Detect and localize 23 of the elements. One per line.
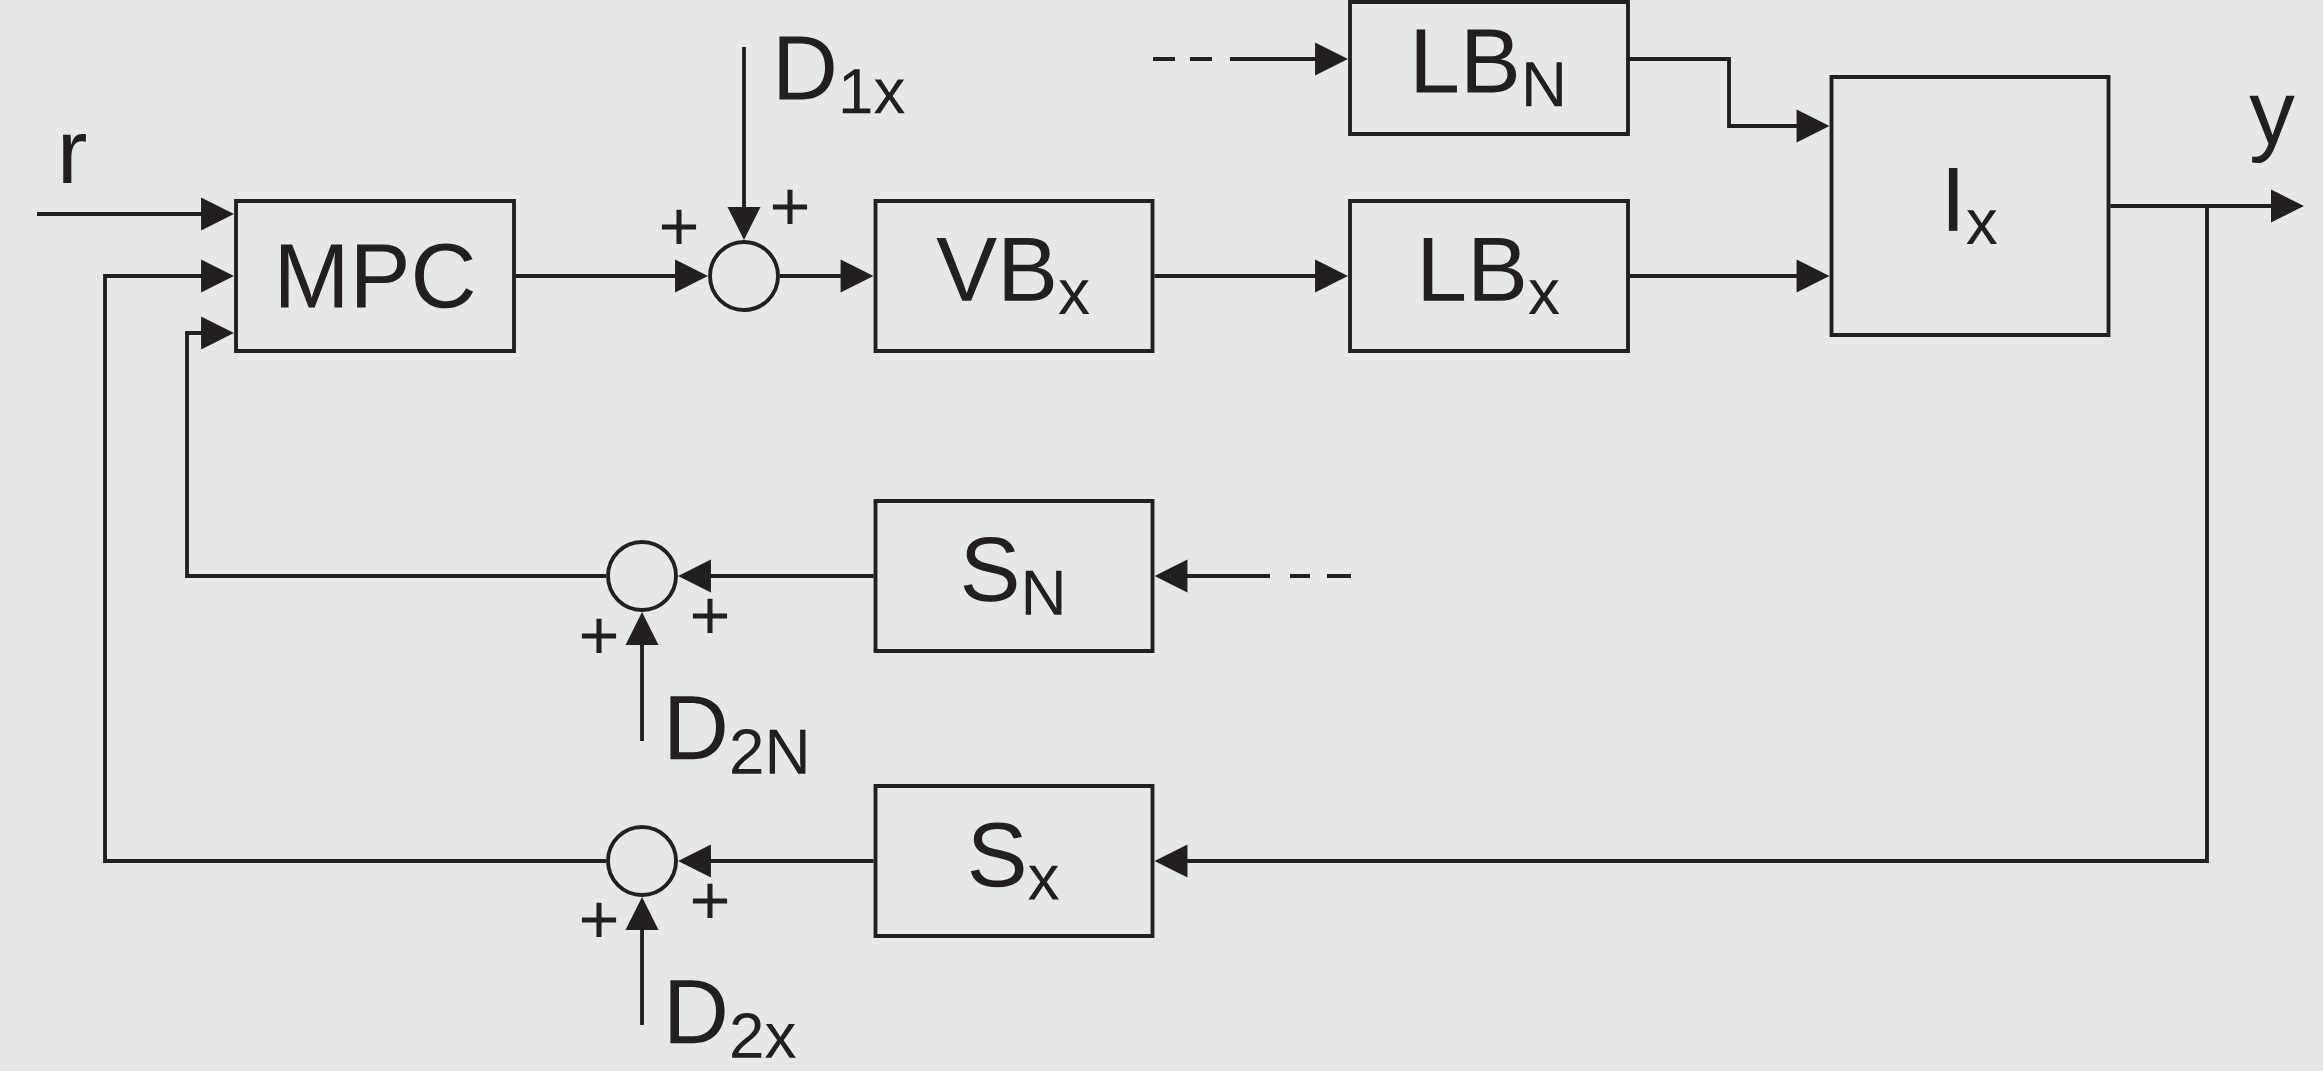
block-box: VB$_{x}$ xyxy=(873,199,1155,353)
summing-junction xyxy=(708,240,780,312)
sign-label: + xyxy=(772,189,808,225)
sign-label: + xyxy=(581,902,617,938)
arrow xyxy=(185,316,607,578)
disturbance-label: D$_{2x}$ xyxy=(670,980,796,1058)
output-label: y xyxy=(2249,95,2295,164)
block-box: S$_{N}$ xyxy=(873,499,1155,653)
block-box: I$_{x}$ xyxy=(1829,75,2111,337)
block-box: LB$_{N}$ xyxy=(1348,0,1630,136)
disturbance-label: D$_{1x}$ xyxy=(779,36,905,114)
arrow xyxy=(103,259,607,863)
summing-junction xyxy=(606,825,678,897)
sign-label: + xyxy=(581,618,617,654)
block-box: S$_{x}$ xyxy=(873,784,1155,938)
disturbance-label: D$_{2N}$ xyxy=(670,696,806,774)
block-box: MPC xyxy=(234,199,516,353)
sign-label: + xyxy=(692,883,728,919)
summing-junction xyxy=(606,540,678,612)
block-box: LB$_{x}$ xyxy=(1348,199,1630,353)
sign-label: + xyxy=(692,598,728,634)
sign-label: + xyxy=(661,209,697,245)
input-label: r xyxy=(63,133,86,184)
